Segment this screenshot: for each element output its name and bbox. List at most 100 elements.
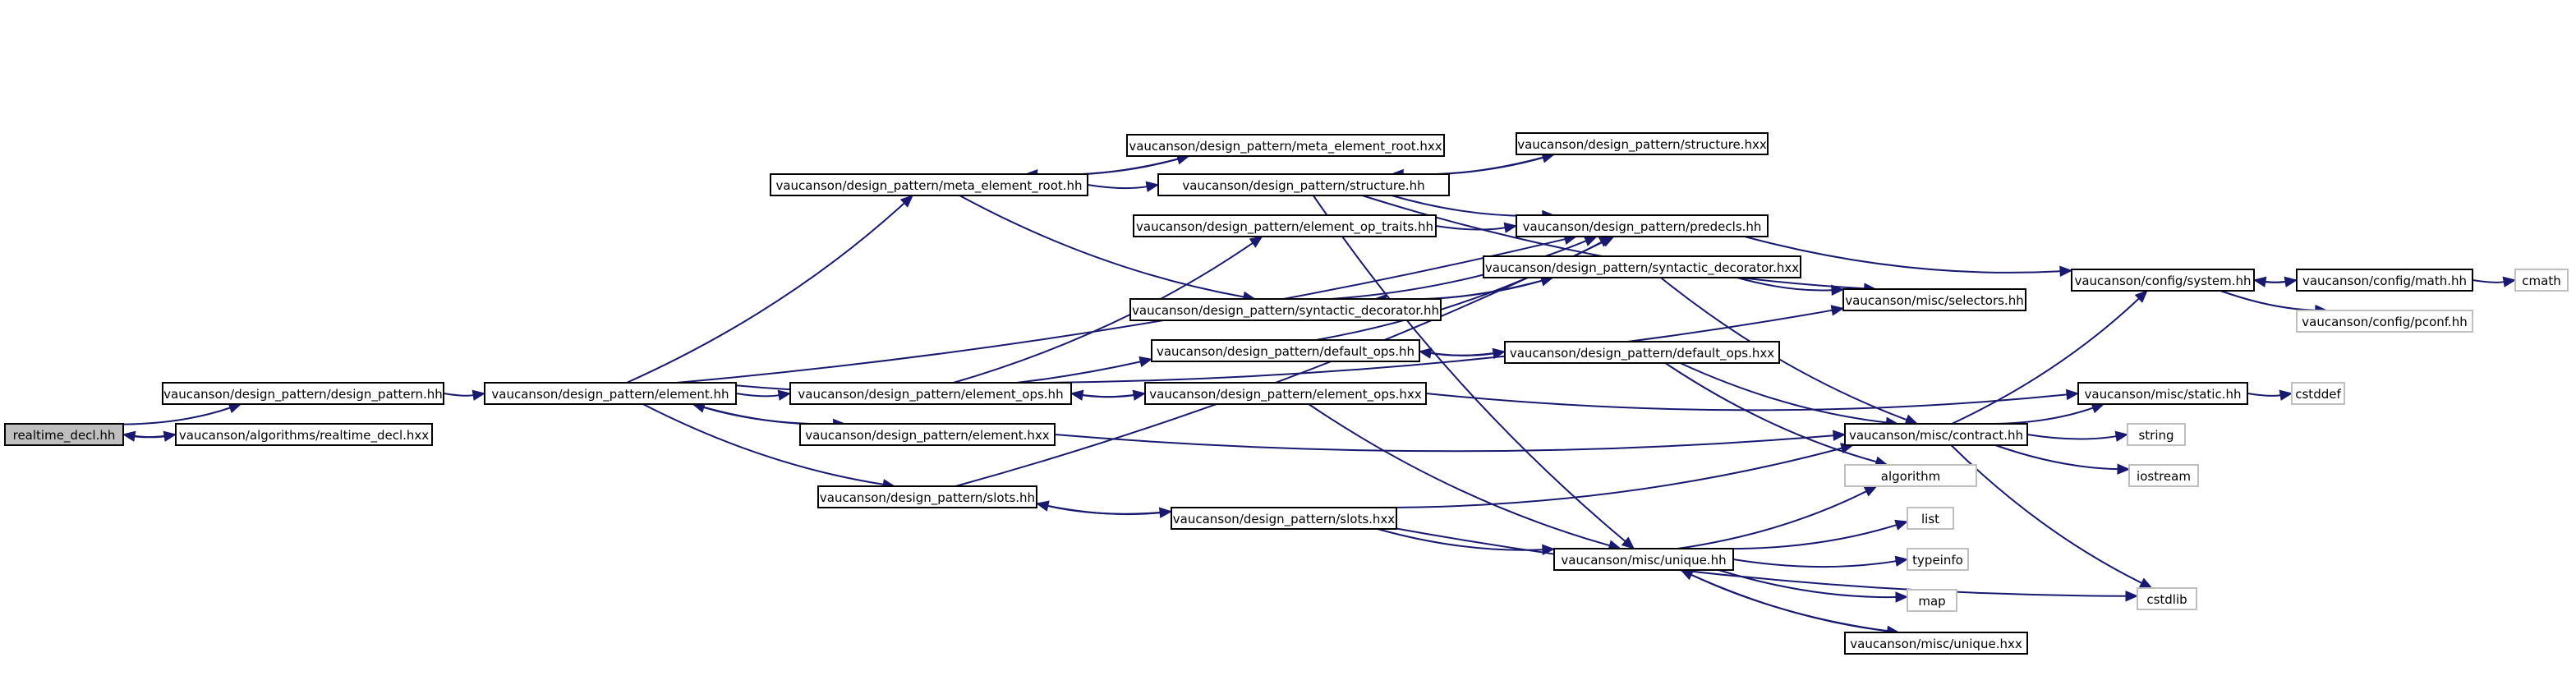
node-box xyxy=(2514,269,2569,292)
node-box xyxy=(2128,464,2199,487)
node-label: vaucanson/config/math.hh xyxy=(2302,274,2467,288)
node-typeinfo[interactable]: typeinfo xyxy=(1907,548,1969,571)
node-dp-structure-hh[interactable]: vaucanson/design_pattern/structure.hh xyxy=(1157,173,1450,196)
node-label: vaucanson/design_pattern/element_op_trai… xyxy=(1136,219,1433,235)
edge-line xyxy=(1690,573,1899,633)
node-box xyxy=(1144,382,1427,405)
edge-line xyxy=(1396,527,2127,597)
node-dp-slots-hh[interactable]: vaucanson/design_pattern/slots.hh xyxy=(817,485,1037,508)
node-label: vaucanson/misc/unique.hh xyxy=(1561,553,1726,568)
node-dp-element-hh[interactable]: vaucanson/design_pattern/element.hh xyxy=(484,382,737,405)
node-dp-default-ops-hh[interactable]: vaucanson/design_pattern/default_ops.hh xyxy=(1151,339,1420,362)
node-dp-elem-op-traits[interactable]: vaucanson/design_pattern/element_op_trai… xyxy=(1133,214,1437,237)
node-dp-meta-root-hxx[interactable]: vaucanson/design_pattern/meta_element_ro… xyxy=(1126,134,1445,157)
node-box xyxy=(2291,382,2345,405)
node-label: vaucanson/design_pattern/default_ops.hxx xyxy=(1510,346,1774,361)
node-dp-element-hxx[interactable]: vaucanson/design_pattern/element.hxx xyxy=(799,423,1056,446)
node-list[interactable]: list xyxy=(1907,507,1954,530)
node-label: string xyxy=(2138,428,2174,443)
dependency-edge xyxy=(1736,277,1845,296)
node-label: vaucanson/design_pattern/element_ops.hh xyxy=(798,387,1063,402)
edge-line xyxy=(2247,393,2281,397)
node-misc-unique-hh[interactable]: vaucanson/misc/unique.hh xyxy=(1553,548,1734,571)
node-label: vaucanson/design_pattern/element_ops.hxx xyxy=(1149,387,1422,402)
node-dp-element-ops-hxx[interactable]: vaucanson/design_pattern/element_ops.hxx xyxy=(1144,382,1427,405)
arrowhead xyxy=(2252,276,2267,287)
edge-line xyxy=(1718,569,1897,599)
edge-line xyxy=(1732,559,1897,568)
node-cfg-math-hh[interactable]: vaucanson/config/math.hh xyxy=(2296,269,2473,292)
dependency-edge xyxy=(735,389,792,401)
node-box xyxy=(1516,132,1769,155)
dependency-edge xyxy=(443,389,486,401)
dependency-edge xyxy=(122,402,242,425)
arrowhead xyxy=(2117,463,2131,475)
node-dp-slots-hxx[interactable]: vaucanson/design_pattern/slots.hxx xyxy=(1171,507,1397,530)
node-misc-static-hh[interactable]: vaucanson/misc/static.hh xyxy=(2077,382,2248,405)
node-label: typeinfo xyxy=(1912,553,1963,568)
edge-line xyxy=(735,393,780,398)
edges-layer xyxy=(122,152,2517,637)
edge-line xyxy=(1391,195,1543,217)
dependency-edge xyxy=(2247,389,2293,401)
node-cstdlib[interactable]: cstdlib xyxy=(2137,587,2197,610)
node-cfg-system-hh[interactable]: vaucanson/config/system.hh xyxy=(2071,269,2255,292)
arrowhead xyxy=(1138,356,1153,368)
dependency-edge xyxy=(1361,195,1877,294)
edge-line xyxy=(1744,236,2061,274)
node-box xyxy=(4,423,124,446)
edge-line xyxy=(1664,362,1877,463)
edge-line xyxy=(1680,362,1887,424)
edge-line xyxy=(1660,277,1907,421)
node-cmath[interactable]: cmath xyxy=(2514,269,2569,292)
node-dp-default-ops-hxx[interactable]: vaucanson/design_pattern/default_ops.hxx xyxy=(1504,341,1780,364)
node-misc-unique-hxx[interactable]: vaucanson/misc/unique.hxx xyxy=(1844,632,2028,655)
arrowhead xyxy=(2502,276,2517,287)
node-string[interactable]: string xyxy=(2127,423,2186,446)
arrowhead xyxy=(1833,430,1847,441)
dependency-edge xyxy=(2026,430,2129,442)
dependency-edge xyxy=(1036,503,1173,518)
node-iostream[interactable]: iostream xyxy=(2128,464,2199,487)
node-box xyxy=(1126,134,1445,157)
dependency-edge xyxy=(2252,276,2298,287)
edge-line xyxy=(1045,309,1833,384)
node-dp-design-pattern-hh[interactable]: vaucanson/design_pattern/design_pattern.… xyxy=(162,382,444,405)
node-box xyxy=(789,382,1072,405)
node-dp-structure-hxx[interactable]: vaucanson/design_pattern/structure.hxx xyxy=(1516,132,1769,155)
node-label: cmath xyxy=(2522,274,2560,288)
node-box xyxy=(484,382,737,405)
node-dp-synt-dec-hh[interactable]: vaucanson/design_pattern/syntactic_decor… xyxy=(1129,298,1442,321)
arrowhead xyxy=(2065,388,2080,401)
arrowhead xyxy=(122,430,136,442)
edge-line xyxy=(1425,393,2068,411)
edge-line xyxy=(1403,154,1555,176)
node-algorithm[interactable]: algorithm xyxy=(1844,464,1977,487)
dependency-edge xyxy=(1718,519,1909,550)
arrowhead xyxy=(1035,500,1050,512)
node-cfg-pconf-hh[interactable]: vaucanson/config/pconf.hh xyxy=(2296,310,2473,333)
arrowhead xyxy=(1249,236,1263,248)
node-dp-predecls-hh[interactable]: vaucanson/design_pattern/predecls.hh xyxy=(1516,214,1769,237)
node-misc-contract-hh[interactable]: vaucanson/misc/contract.hh xyxy=(1844,423,2028,446)
dependency-edge xyxy=(1396,527,2139,602)
edge-line xyxy=(1736,277,1833,292)
edge-line xyxy=(959,195,1244,298)
edge-line xyxy=(1331,240,1587,300)
dependency-edge xyxy=(1087,181,1160,192)
node-map[interactable]: map xyxy=(1907,589,1957,612)
node-cstddef[interactable]: cstddef xyxy=(2291,382,2345,405)
node-dp-meta-root-hh[interactable]: vaucanson/design_pattern/meta_element_ro… xyxy=(770,173,1088,196)
node-box xyxy=(1504,341,1780,364)
dependency-edge xyxy=(1425,388,2080,411)
node-label: vaucanson/design_pattern/default_ops.hh xyxy=(1157,344,1414,360)
node-dp-synt-dec-hxx[interactable]: vaucanson/design_pattern/syntactic_decor… xyxy=(1483,255,1801,278)
node-box xyxy=(175,423,433,446)
node-realtime-decl-hh[interactable]: realtime_decl.hh xyxy=(4,423,124,446)
node-dp-element-ops-hh[interactable]: vaucanson/design_pattern/element_ops.hh xyxy=(789,382,1072,405)
dependency-edge xyxy=(1035,500,1172,515)
node-misc-selectors-hh[interactable]: vaucanson/misc/selectors.hh xyxy=(1842,288,2026,311)
edge-line xyxy=(626,202,905,384)
node-alg-realtime-decl-hxx[interactable]: vaucanson/algorithms/realtime_decl.hxx xyxy=(175,423,433,446)
node-label: algorithm xyxy=(1881,469,1940,484)
